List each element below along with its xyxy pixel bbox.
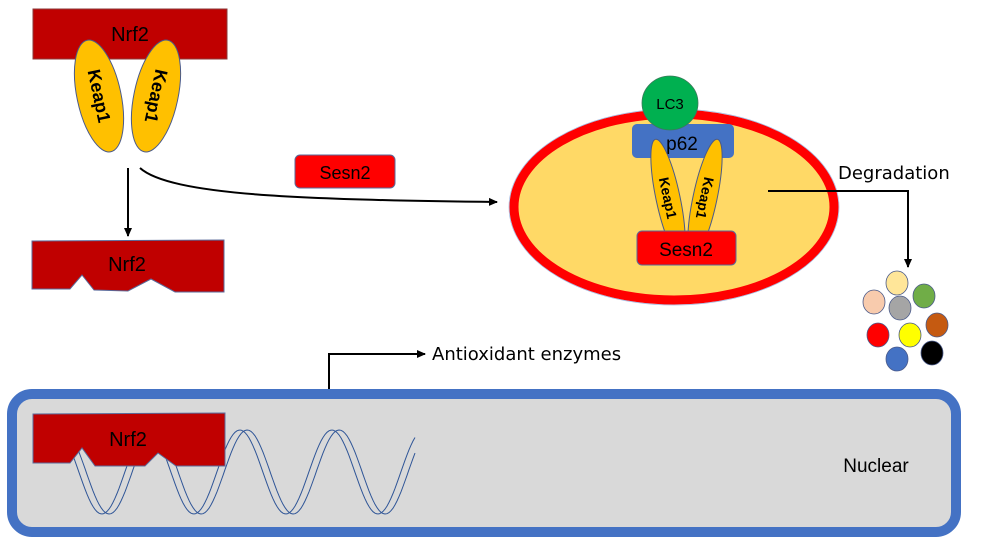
keap1-right: Keap1: [130, 39, 182, 153]
nrf2-degraded: Nrf2: [31, 239, 225, 293]
nucleus: Nuclear: [7, 389, 961, 537]
dna-strand-1: [44, 429, 416, 515]
fragment-peach: [862, 289, 886, 315]
dna-strand-2: [44, 429, 416, 515]
sesn2-free-label: Sesn2: [319, 163, 370, 183]
fragment-brown: [925, 312, 949, 338]
antioxidant-label: Antioxidant enzymes: [432, 344, 621, 365]
fragment-blue: [885, 346, 909, 372]
fragment-beige: [885, 270, 909, 296]
degradation-arrow: [768, 190, 912, 268]
dna-helix: [44, 429, 416, 515]
lc3: LC3: [641, 75, 699, 131]
nuclear-label: Nuclear: [843, 456, 909, 477]
degradation-label: Degradation: [838, 163, 950, 184]
keap1-autophagy-left: Keap1: [650, 138, 686, 258]
nrf2-nuclear-label: Nrf2: [109, 429, 147, 451]
p62-label: p62: [666, 134, 698, 155]
nrf2-top-label: Nrf2: [111, 24, 149, 46]
fragment-green: [912, 283, 936, 309]
nrf2-nuclear: Nrf2: [32, 412, 226, 467]
fragment-red: [866, 322, 890, 348]
keap1-left: Keap1: [73, 39, 125, 153]
degradation-products: [862, 270, 949, 372]
fragment-black: [920, 340, 944, 366]
fragment-gray: [888, 295, 912, 321]
sesn2-bound: Sesn2: [636, 230, 737, 266]
sesn2-bound-label: Sesn2: [659, 240, 713, 261]
lc3-label: LC3: [656, 96, 684, 113]
sesn2-free: Sesn2: [294, 154, 396, 189]
nrf2-block-top: [32, 8, 228, 60]
fragment-yellow: [898, 322, 922, 348]
keap1-autophagy-right: Keap1: [687, 138, 723, 258]
arrow-to-autophagosome: [139, 167, 498, 206]
nrf2-keap1-complex: Nrf2 Keap1 Keap1: [32, 8, 228, 153]
nrf2-degraded-label: Nrf2: [108, 254, 146, 276]
